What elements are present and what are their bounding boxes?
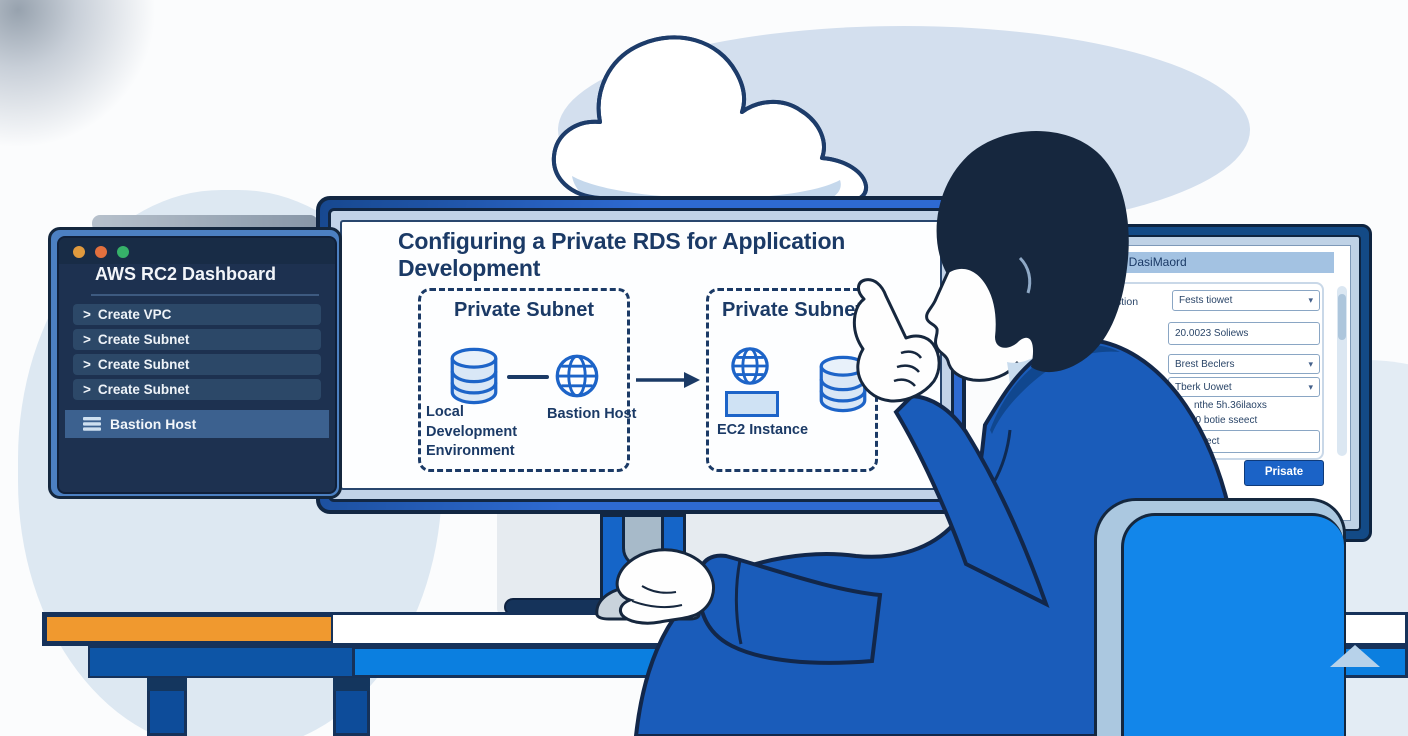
form-select-3[interactable]: Tberk Uowet ▾ <box>1168 377 1320 397</box>
form-select-1[interactable]: Fests tiowet ▾ <box>1172 290 1320 311</box>
monitor-bezel: Configuring a Private RDS for Applicatio… <box>328 208 954 502</box>
desk-leg-cap <box>147 678 187 691</box>
chair <box>1094 498 1346 736</box>
form-note: nthe 5h.36ilaoxs <box>1194 400 1267 411</box>
form-input-2[interactable] <box>1164 430 1320 453</box>
neck-shadow <box>1007 356 1046 433</box>
select-value: Fests tiowet <box>1179 295 1233 306</box>
database-icon <box>819 355 867 413</box>
subnet-title: Private Subnet <box>721 299 863 321</box>
desk-leg-cap <box>333 678 370 691</box>
arrow-right-icon <box>636 372 700 388</box>
globe-icon <box>731 347 769 385</box>
menu-label: Create Subnet <box>97 357 190 372</box>
form-note: 00 botie sseect <box>1190 415 1258 426</box>
scrollbar-thumb[interactable] <box>1338 294 1346 340</box>
form-card: ninustion Fests tiowet ▾ Brest Beclers ▾… <box>1088 282 1324 460</box>
sidebar-item-create-vpc[interactable]: > Create VPC <box>73 304 321 325</box>
private-subnet-box-right: Private Subnet EC2 Instance <box>706 288 878 472</box>
form-select-2[interactable]: Brest Beclers ▾ <box>1168 354 1320 374</box>
menu-label: Create VPC <box>97 307 172 322</box>
chevron-right-icon: > <box>83 357 91 372</box>
traffic-light-minimize[interactable] <box>95 246 107 258</box>
chevron-right-icon: > <box>83 307 91 322</box>
chevron-right-icon: > <box>83 332 91 347</box>
chair-cushion <box>1121 513 1344 736</box>
chevron-right-icon: > <box>83 382 91 397</box>
desk-orange-mat <box>45 615 333 643</box>
sidebar-item-create-subnet-1[interactable]: > Create Subnet <box>73 329 321 350</box>
chevron-down-icon: ▾ <box>1308 381 1313 392</box>
menu-label: Create Subnet <box>97 332 190 347</box>
sidebar-item-bastion-host[interactable]: Bastion Host <box>65 410 329 438</box>
subnet-title: Private Subnet <box>453 299 595 321</box>
monitor-bezel: 05 DasiMaord ninustion Fests tiowet ▾ Br… <box>1067 235 1361 531</box>
cloud-icon <box>551 35 869 212</box>
hair-highlight <box>1018 256 1032 294</box>
chevron-down-icon: ▾ <box>1308 295 1313 305</box>
menu-label: Bastion Host <box>110 416 197 432</box>
traffic-light-zoom[interactable] <box>117 246 129 258</box>
menu-label: Create Subnet <box>97 382 190 397</box>
database-icon <box>450 347 498 405</box>
traffic-light-close[interactable] <box>73 246 85 258</box>
form-label: ninustion <box>1096 296 1139 308</box>
private-subnet-button[interactable]: Prisate subhet <box>1244 460 1324 500</box>
divider <box>91 294 319 296</box>
scrollbar[interactable] <box>1337 286 1347 456</box>
main-monitor: Configuring a Private RDS for Applicatio… <box>316 196 966 514</box>
rds-panel-screen: 05 DasiMaord ninustion Fests tiowet ▾ Br… <box>1077 245 1351 521</box>
desk-apron-shadow <box>90 648 355 676</box>
globe-icon <box>555 354 599 398</box>
monitor-stand-hinge <box>622 514 664 568</box>
node-label: Bastion Host <box>547 406 637 422</box>
window-body: AWS RC2 Dashboard > Create VPC > Create Su… <box>57 236 337 494</box>
connector-line <box>507 375 549 379</box>
ec2-instance-icon <box>725 391 779 417</box>
form-input-1[interactable] <box>1168 322 1320 345</box>
select-value: Brest Beclers <box>1175 358 1235 370</box>
chevron-down-icon: ▾ <box>1308 358 1313 369</box>
diagram-screen: Configuring a Private RDS for Applicatio… <box>340 220 942 490</box>
decor-triangle <box>1330 645 1380 667</box>
window-title: AWS RC2 Dashboard <box>95 264 277 284</box>
window-titlebar <box>59 238 335 264</box>
diagram-title: Configuring a Private RDS for Applicatio… <box>398 228 846 282</box>
secondary-monitor: 05 DasiMaord ninustion Fests tiowet ▾ Br… <box>1056 224 1372 542</box>
select-value: Tberk Uowet <box>1175 381 1232 393</box>
aws-dashboard-window: AWS RC2 Dashboard > Create VPC > Create Su… <box>48 227 342 499</box>
node-label: EC2 Instance <box>717 422 809 438</box>
panel-header: 05 DasiMaord <box>1082 252 1334 273</box>
sidebar-menu: > Create VPC > Create Subnet > Create Subne… <box>73 304 321 404</box>
private-subnet-box-left: Private Subnet Loc <box>418 288 636 472</box>
partial-internet-label: rnet <box>934 360 941 377</box>
node-label: Local Development Environment <box>426 404 518 460</box>
server-icon <box>83 417 101 431</box>
sidebar-item-create-subnet-3[interactable]: > Create Subnet <box>73 379 321 400</box>
sidebar-item-create-subnet-2[interactable]: > Create Subnet <box>73 354 321 375</box>
